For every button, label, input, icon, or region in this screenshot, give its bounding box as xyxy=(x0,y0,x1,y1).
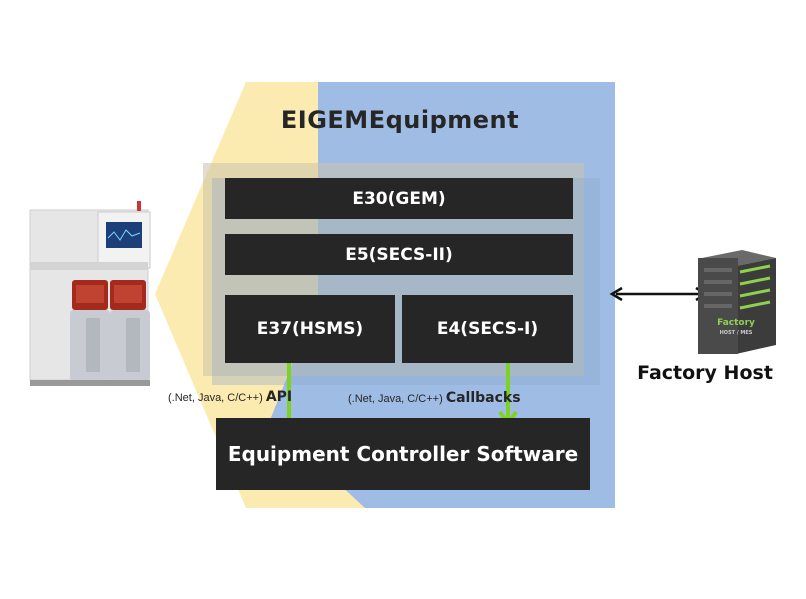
server-text: Factory xyxy=(717,318,755,328)
layer-e30: E30(GEM) xyxy=(225,178,573,219)
layer-e4: E4(SECS-I) xyxy=(402,295,573,363)
callbacks-langs: (.Net, Java, C/C++) xyxy=(348,393,443,405)
equipment-icon xyxy=(29,201,151,386)
layer-e37: E37(HSMS) xyxy=(225,295,395,363)
api-note: (.Net, Java, C/C++) API xyxy=(168,389,292,405)
api-label: API xyxy=(265,389,293,405)
factory-host-label: Factory Host xyxy=(637,362,773,384)
equipment-controller-box: Equipment Controller Software xyxy=(216,418,590,490)
server-subtext: HOST / MES xyxy=(719,330,753,336)
diagram-title: EIGEMEquipment xyxy=(280,106,520,134)
server-icon xyxy=(698,250,776,354)
host-link-arrow xyxy=(609,286,709,302)
callbacks-note: (.Net, Java, C/C++) Callbacks xyxy=(348,390,521,406)
callbacks-label: Callbacks xyxy=(445,390,521,406)
api-langs: (.Net, Java, C/C++) xyxy=(168,392,263,404)
layer-e5: E5(SECS-II) xyxy=(225,234,573,275)
